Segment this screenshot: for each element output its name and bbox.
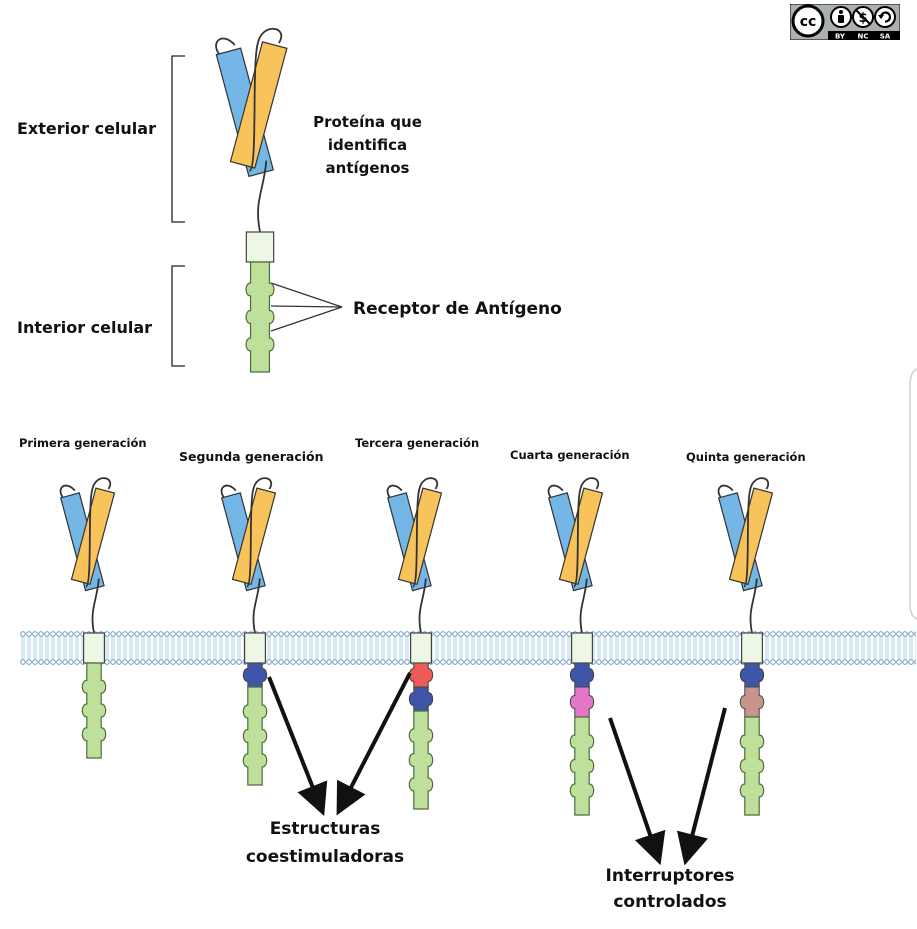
protein-label-line2: identifica xyxy=(327,136,408,154)
gen3-label: Tercera generación xyxy=(355,436,480,450)
costim-label-line2: coestimuladoras xyxy=(245,847,405,867)
transmembrane-domain xyxy=(82,632,105,664)
transmembrane-domain xyxy=(410,632,433,664)
linker-loop xyxy=(248,27,282,172)
svg-text:cc: cc xyxy=(800,14,817,30)
costim-label-line1: Estructuras xyxy=(269,819,381,839)
exterior-bracket xyxy=(171,55,185,223)
signaling-tail xyxy=(245,261,275,373)
switch-label-line2: controlados xyxy=(613,892,727,912)
orange-binding-domain xyxy=(728,487,774,586)
cc-icon: cc xyxy=(791,4,825,38)
transmembrane-domain xyxy=(570,632,593,664)
gen5-label: Quinta generación xyxy=(686,450,806,464)
orange-binding-domain xyxy=(229,41,288,169)
orange-binding-domain xyxy=(231,487,277,586)
hinge-line xyxy=(579,578,588,634)
hinge-line xyxy=(252,578,261,634)
cc-license-badge: cc $ BY NC SA xyxy=(789,3,901,41)
signaling-tail xyxy=(739,716,765,816)
linker-loop xyxy=(412,477,439,588)
protein-label-line3: antígenos xyxy=(325,159,410,177)
transmembrane-domain xyxy=(244,632,267,664)
signaling-tail xyxy=(81,662,107,759)
signaling-tail xyxy=(408,710,434,810)
orange-binding-domain xyxy=(70,487,116,586)
gen4-label: Cuarta generación xyxy=(510,448,630,462)
costim-domain-2 xyxy=(408,686,434,712)
car-receptor-gen2 xyxy=(220,477,277,786)
car-receptor-gen5 xyxy=(717,477,774,816)
by-person-icon xyxy=(830,6,852,28)
signaling-tail xyxy=(242,686,268,786)
costim-arrows xyxy=(267,672,412,817)
car-receptor-main xyxy=(215,27,288,373)
costim-domain-1 xyxy=(408,662,434,688)
antigen-receptor-label: Receptor de Antígeno xyxy=(353,299,562,319)
sa-share-icon xyxy=(874,6,896,28)
cc-by-text: BY xyxy=(835,33,846,41)
cell-membrane xyxy=(20,631,916,665)
car-receptor-gen4 xyxy=(547,477,604,816)
costim-label: Estructuras coestimuladoras xyxy=(230,815,420,871)
linker-loop xyxy=(743,477,770,588)
signaling-tail xyxy=(569,716,595,816)
costim-domain xyxy=(569,662,595,688)
costim-domain xyxy=(242,662,268,688)
switch-domain xyxy=(739,686,765,718)
svg-text:$: $ xyxy=(858,11,867,26)
side-panel-edge xyxy=(909,368,917,620)
interior-bracket xyxy=(171,265,185,367)
orange-binding-domain xyxy=(397,487,443,586)
costim-domain xyxy=(739,662,765,688)
linker-loop xyxy=(246,477,273,588)
switch-label-line1: Interruptores xyxy=(605,866,735,886)
transmembrane-domain xyxy=(245,231,275,263)
transmembrane-domain xyxy=(740,632,763,664)
gen2-label: Segunda generación xyxy=(179,449,324,464)
antigen-protein-label: Proteína que identifica antígenos xyxy=(305,111,430,180)
hinge-line xyxy=(418,578,427,634)
gen1-label: Primera generación xyxy=(19,436,147,450)
car-receptor-gen1 xyxy=(59,477,116,759)
linker-loop xyxy=(85,477,112,588)
hinge-line xyxy=(257,160,268,233)
switch-label: Interruptores controlados xyxy=(580,863,760,915)
receptor-pointer-lines xyxy=(270,282,343,332)
car-receptor-gen3 xyxy=(386,477,443,810)
switch-domain xyxy=(569,686,595,718)
interior-label: Interior celular xyxy=(17,318,153,337)
hinge-line xyxy=(749,578,758,634)
cc-nc-text: NC xyxy=(858,33,869,41)
nc-dollar-icon: $ xyxy=(852,6,874,28)
orange-binding-domain xyxy=(558,487,604,586)
exterior-label: Exterior celular xyxy=(17,119,156,138)
cc-sa-text: SA xyxy=(880,33,891,41)
hinge-line xyxy=(91,578,100,634)
protein-label-line1: Proteína que xyxy=(313,113,422,131)
switch-arrows xyxy=(608,707,727,866)
linker-loop xyxy=(573,477,600,588)
